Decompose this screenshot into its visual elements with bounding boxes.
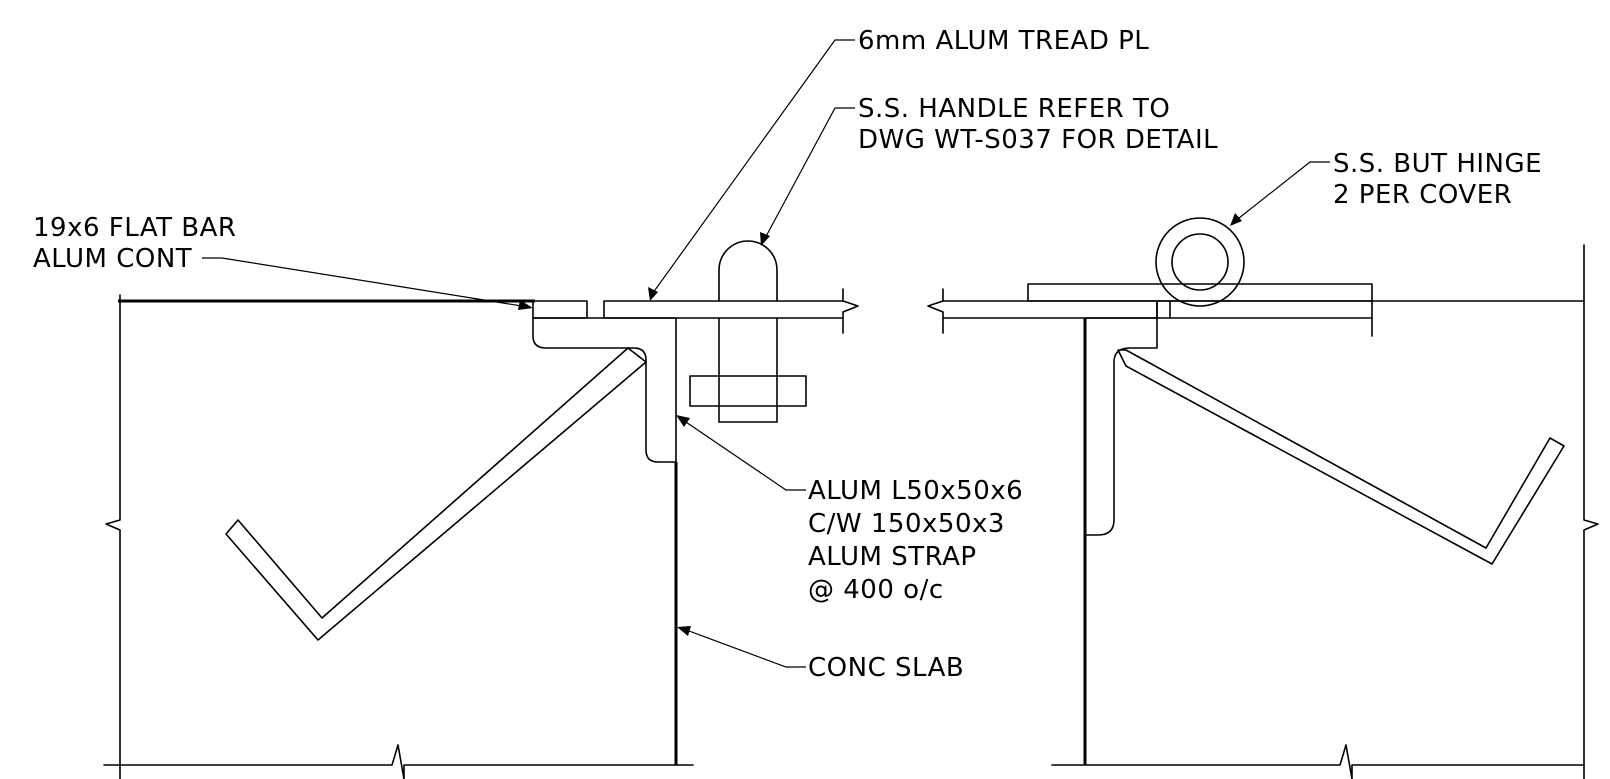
handle: [689, 240, 807, 423]
label-angle-1: ALUM L50x50x6: [808, 476, 1023, 506]
angle-section-right: [1084, 317, 1158, 536]
tread-break-right: [927, 288, 944, 334]
hinge-knuckle-outer: [1155, 217, 1245, 307]
right-slab-break-line: [1583, 244, 1599, 779]
label-tread: 6mm ALUM TREAD PL: [858, 26, 1149, 56]
strap-right: [1117, 349, 1565, 565]
hinge-leaf: [1027, 283, 1373, 302]
left-slab-break-line: [105, 294, 121, 779]
label-flat-bar-1: 19x6 FLAT BAR: [33, 213, 236, 243]
tread-plate-right: [942, 300, 1158, 319]
flat-bar: [532, 300, 588, 319]
handle-nut: [689, 375, 807, 407]
angle-section-left: [532, 317, 677, 463]
hinge-knuckle-inner: [1171, 233, 1229, 291]
handle-loop: [718, 240, 778, 302]
label-angle-4: @ 400 o/c: [808, 575, 944, 605]
left-slab-bottom-break: [103, 744, 694, 779]
label-handle-1: S.S. HANDLE REFER TO: [858, 94, 1170, 124]
label-flat-bar-2: ALUM CONT: [33, 244, 192, 274]
left-slab-assembly: [103, 288, 859, 779]
tread-plate-left: [603, 300, 844, 319]
label-hinge-2: 2 PER COVER: [1333, 180, 1512, 210]
strap-left: [225, 347, 647, 641]
right-slab-assembly: [927, 217, 1599, 779]
flat-bar-right: [1156, 300, 1171, 319]
leaders: [202, 39, 1330, 668]
label-handle-2: DWG WT-S037 FOR DETAIL: [858, 125, 1218, 155]
label-angle-3: ALUM STRAP: [808, 542, 977, 572]
label-angle-2: C/W 150x50x3: [808, 509, 1005, 539]
tread-break-left: [842, 288, 859, 334]
label-slab: CONC SLAB: [808, 653, 964, 683]
right-slab-bottom-break: [1051, 744, 1585, 779]
label-hinge-1: S.S. BUT HINGE: [1333, 149, 1542, 179]
